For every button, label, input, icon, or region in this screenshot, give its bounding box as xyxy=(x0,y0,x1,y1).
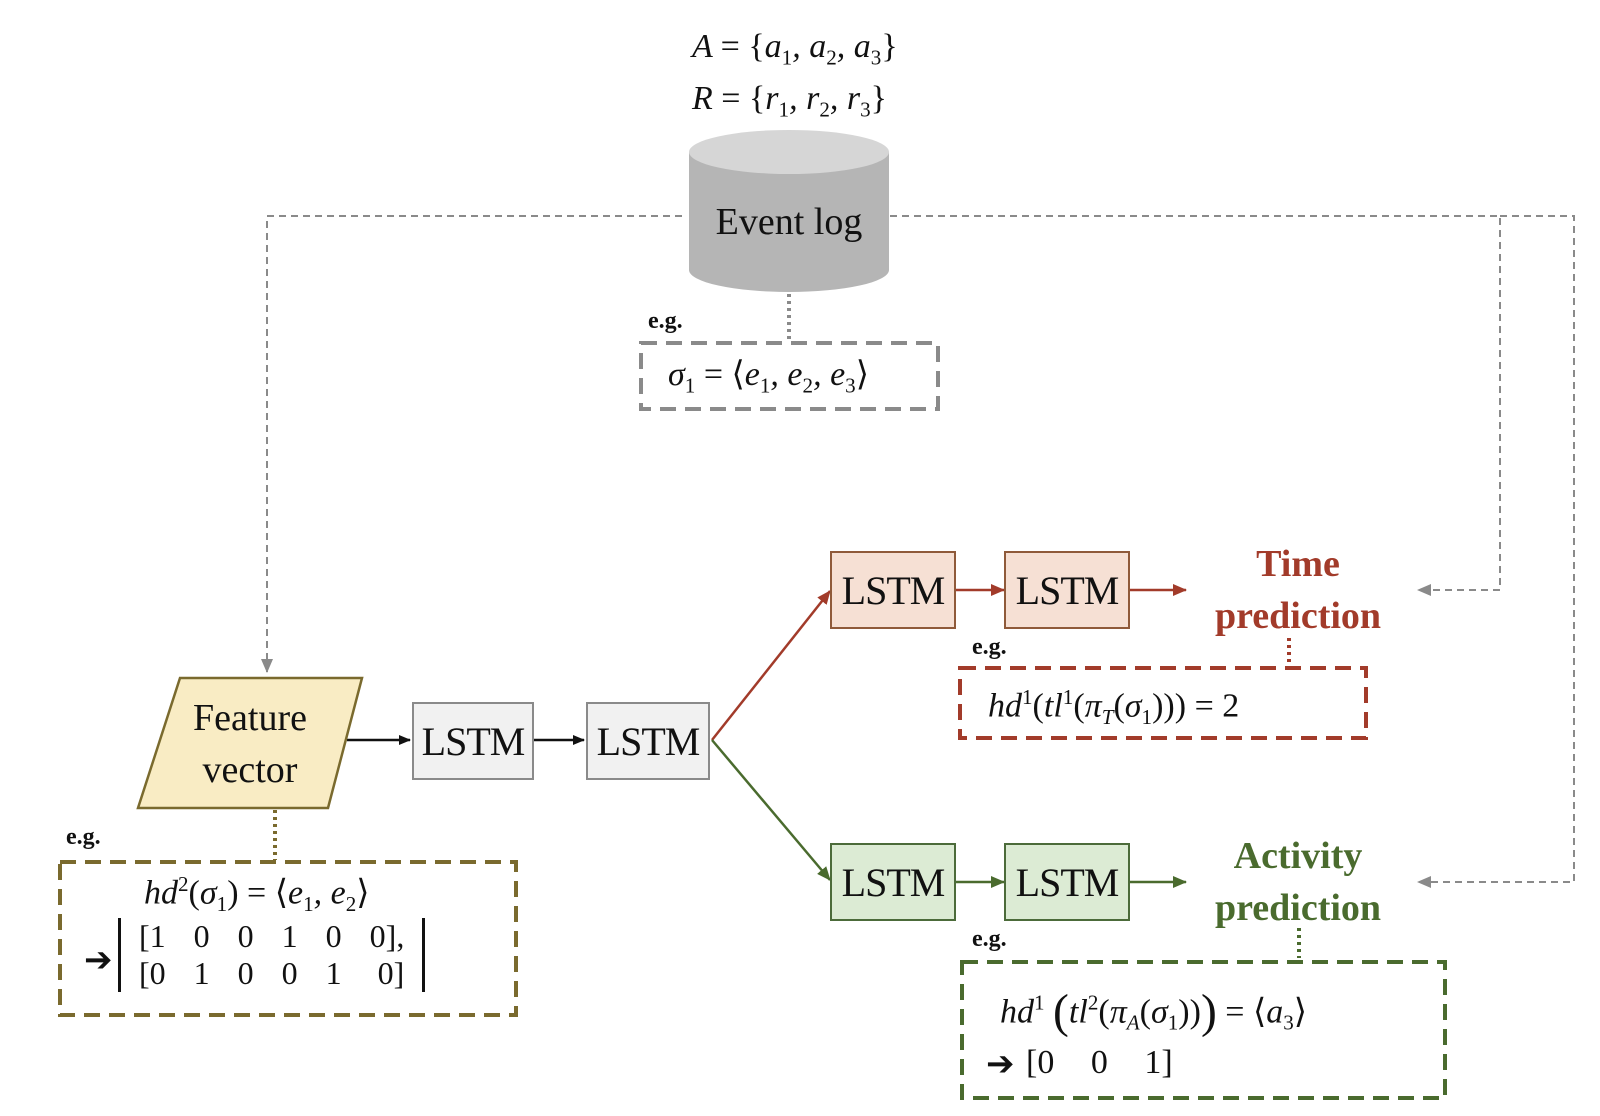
feature-vector-shape xyxy=(136,676,364,810)
activity-prediction-line1: Activity xyxy=(1233,835,1363,877)
feed-to-time-prediction xyxy=(890,215,1501,596)
feed-to-feature-vector xyxy=(261,215,682,673)
arrow-shared-to-time-branch xyxy=(711,590,831,741)
event-log-feed-lines xyxy=(261,215,1575,888)
matrix-cell: [0 xyxy=(139,955,166,991)
matrix-cell: 1 xyxy=(325,955,342,991)
feature-vector-line2: vector xyxy=(202,749,298,791)
feature-vector-eg-label: e.g. xyxy=(66,824,101,850)
event-log-label: Event log xyxy=(715,201,863,243)
activity-example-box xyxy=(960,960,1447,1100)
feature-vector-line1: Feature xyxy=(193,697,307,739)
activity-lstm-2: LSTM xyxy=(1004,843,1130,921)
shared-lstm-2: LSTM xyxy=(586,702,710,780)
matrix-cell: 0 xyxy=(325,918,342,954)
time-prediction-label: Time prediction xyxy=(1188,538,1408,642)
activity-prediction-line2: prediction xyxy=(1214,887,1382,929)
activity-vector-arrow: ➔ xyxy=(986,1046,1015,1083)
matrix-cell: 0] xyxy=(377,955,405,991)
activity-vector-cell: [0 xyxy=(1026,1044,1055,1081)
feature-vector-prefix: hd2(σ1) = ⟨e1, e2⟩ xyxy=(144,872,370,917)
matrix-cell: 0], xyxy=(369,918,405,954)
matrix-cell: 0 xyxy=(237,918,254,954)
feature-vector-example-box xyxy=(58,860,518,1017)
resources-set: R = {r1, r2, r3} xyxy=(692,80,887,122)
trace-example: σ1 = ⟨e1, e2, e3⟩ xyxy=(668,356,869,398)
matrix-cell: 0 xyxy=(193,918,210,954)
activity-lstm-1: LSTM xyxy=(830,843,956,921)
activities-set: A = {a1, a2, a3} xyxy=(692,28,898,70)
event-log-cylinder xyxy=(689,130,889,292)
time-lstm-2: LSTM xyxy=(1004,551,1130,629)
time-example-box xyxy=(958,666,1368,740)
activity-vector-cell: 0 xyxy=(1090,1044,1108,1081)
matrix-row-2: [0 1 0 0 1 0] xyxy=(125,955,418,992)
matrix-cell: 1 xyxy=(193,955,210,991)
event-log-example-box xyxy=(639,341,940,411)
activity-vector: [0 0 1] xyxy=(1026,1044,1173,1082)
feature-vector-arrow: ➔ xyxy=(84,942,113,979)
feature-vector-matrix: [1 0 0 1 0 0], [0 1 0 0 1 0] xyxy=(118,918,426,992)
event-log-eg-label: e.g. xyxy=(648,308,683,334)
activity-vector-cell: 1] xyxy=(1144,1044,1173,1081)
matrix-cell: 0 xyxy=(237,955,254,991)
time-prediction-line1: Time xyxy=(1256,543,1340,585)
time-eg-label: e.g. xyxy=(972,634,1007,660)
matrix-cell: 0 xyxy=(281,955,298,991)
time-prediction-line2: prediction xyxy=(1214,595,1382,637)
time-example: hd1(tl1(πT(σ1))) = 2 xyxy=(988,685,1240,730)
matrix-cell: [1 xyxy=(139,918,166,954)
feed-to-activity-prediction xyxy=(1417,215,1575,888)
arrow-shared-to-activity-branch xyxy=(711,739,831,881)
activity-eg-label: e.g. xyxy=(972,926,1007,952)
time-lstm-1: LSTM xyxy=(830,551,956,629)
activity-example: hd1 (tl2(πA(σ1))) = ⟨a3⟩ xyxy=(1000,986,1308,1038)
shared-lstm-1: LSTM xyxy=(412,702,534,780)
matrix-cell: 1 xyxy=(281,918,298,954)
activity-prediction-label: Activity prediction xyxy=(1188,830,1408,934)
matrix-row-1: [1 0 0 1 0 0], xyxy=(125,918,418,955)
feature-vector-label: Feature vector xyxy=(160,692,340,796)
